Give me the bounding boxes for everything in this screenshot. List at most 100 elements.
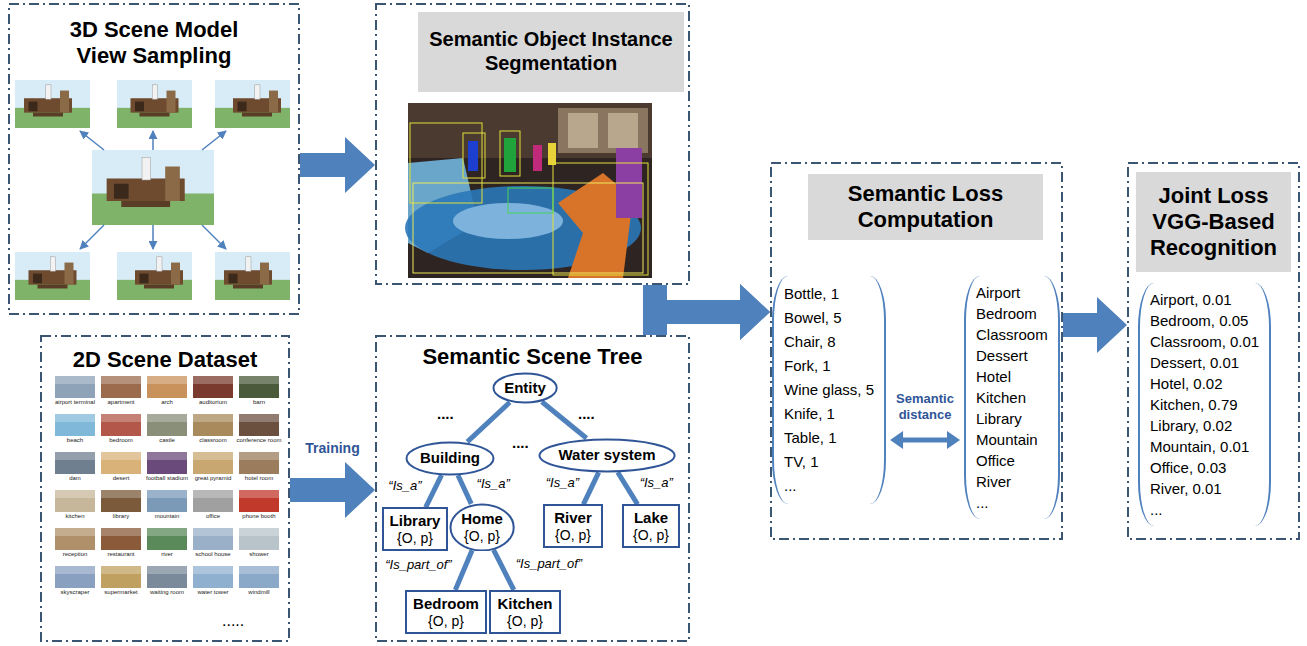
list-item: Chair, 8 [784, 330, 874, 354]
thumbnail-caption: desert [98, 475, 144, 482]
tree-box: River{O, p} [543, 504, 603, 547]
edge-label-holder: “Is_a” [477, 476, 510, 491]
thumbnail-caption: windmill [236, 589, 282, 596]
link-line [458, 475, 471, 504]
photo-window [558, 108, 648, 153]
distance-arrow [890, 431, 960, 449]
scene-shelf [167, 91, 176, 113]
stage-panel: Joint Loss VGG-Based RecognitionAirport,… [1127, 162, 1300, 540]
tree-link [583, 472, 598, 504]
photo-sky [193, 414, 233, 422]
scene-shelf [171, 263, 180, 285]
scene-view [117, 80, 192, 128]
label-holder: shower [236, 551, 282, 558]
panel-heading: Semantic Object Instance Segmentation [422, 28, 680, 75]
node-name: Home [461, 510, 503, 527]
dash-dot-border [41, 336, 289, 641]
scene-photo [55, 376, 95, 398]
thumbnail-caption: water tower [190, 589, 236, 596]
scene-base [33, 113, 63, 117]
bounding-box [500, 131, 520, 176]
thumbnail-caption: phone booth [236, 513, 282, 520]
tree-ellipse: Home{O, p} [449, 503, 515, 552]
photo-sky [101, 452, 141, 460]
list-item: Airport, 0.01 [1150, 289, 1259, 310]
view-arrow [80, 225, 104, 249]
scene-cabinet [29, 102, 38, 112]
arrow-shaft [290, 478, 346, 502]
list-item: Library, 0.02 [1150, 415, 1259, 436]
label-holder: conference room [236, 437, 282, 444]
tree-ellipse: Building [405, 441, 495, 476]
scene-photo [239, 566, 279, 588]
list-item: Classroom [976, 324, 1048, 345]
label-holder: football stadium [144, 475, 190, 482]
photo-sky [193, 490, 233, 498]
edge-label: Training [305, 440, 359, 456]
link-line [455, 550, 472, 590]
edge-label-holder: Training [305, 440, 359, 456]
ellipse-shape [450, 504, 513, 550]
arrowhead [740, 284, 770, 340]
scene-photo [193, 528, 233, 550]
stage-panel: 2D Scene Dataset [40, 335, 290, 642]
label-holder: .... [512, 434, 529, 451]
block-arrow [655, 284, 770, 340]
photo-sky [193, 528, 233, 536]
ellipsis-dots: ..... [222, 612, 244, 630]
scene-photo [55, 528, 95, 550]
thumbnail-caption: dam [52, 475, 98, 482]
scene-photo [101, 490, 141, 512]
scene-base [233, 285, 263, 289]
list-item: River [976, 471, 1048, 492]
list-item: Library [976, 408, 1048, 429]
arrow-shaft [300, 153, 346, 177]
dash-dot-border [9, 4, 299, 314]
scene-photo [55, 490, 95, 512]
label-holder: windmill [236, 589, 282, 596]
scene-photo [147, 414, 187, 436]
thumbnail-caption: supermarket [98, 589, 144, 596]
scene-base [38, 285, 68, 289]
label-holder: reception [52, 551, 98, 558]
thumbnail-caption: restaurant [98, 551, 144, 558]
thumbnail-caption: kitchen [52, 513, 98, 520]
scene-cabinet [140, 274, 149, 284]
photo-sky [101, 566, 141, 574]
heading-band: Joint Loss VGG-Based Recognition [1136, 172, 1291, 272]
bounding-box [553, 163, 648, 275]
node-attribute: {O, p} [390, 530, 441, 546]
edge-label-holder: “Is_a” [388, 478, 421, 493]
view-arrow [152, 131, 154, 150]
edge-label-holder: “Is_part_of” [385, 557, 451, 572]
scene-hood [142, 158, 151, 181]
list-item: Classroom, 0.01 [1150, 331, 1259, 352]
label-holder: ..... [222, 612, 244, 630]
heading-band: Semantic Loss Computation [808, 174, 1043, 240]
scene-hood [46, 85, 51, 99]
list-item: Table, 1 [784, 426, 874, 450]
node-name: Kitchen [497, 595, 552, 612]
arrowhead [740, 284, 770, 340]
thumbnail-caption: school house [190, 551, 236, 558]
scene-photo [147, 528, 187, 550]
scene-sky [117, 80, 192, 128]
scene-shelf [60, 91, 69, 113]
label-holder: bedroom [98, 437, 144, 444]
label-holder: classroom [190, 437, 236, 444]
list-item: Bowel, 5 [784, 306, 874, 330]
link-line [583, 472, 598, 504]
photo-sky [55, 376, 95, 384]
link-line [426, 475, 442, 507]
label-holder: desert [98, 475, 144, 482]
bracket-list: Airport, 0.01Bedroom, 0.05Classroom, 0.0… [1138, 283, 1271, 526]
link-line [467, 402, 509, 442]
scene-photo [239, 414, 279, 436]
label-holder: castle [144, 437, 190, 444]
view-arrow [202, 225, 226, 249]
photo-sky [239, 376, 279, 384]
scene-base [140, 113, 170, 117]
tree-ellipse: Entity [492, 372, 558, 404]
scene-photo [101, 452, 141, 474]
